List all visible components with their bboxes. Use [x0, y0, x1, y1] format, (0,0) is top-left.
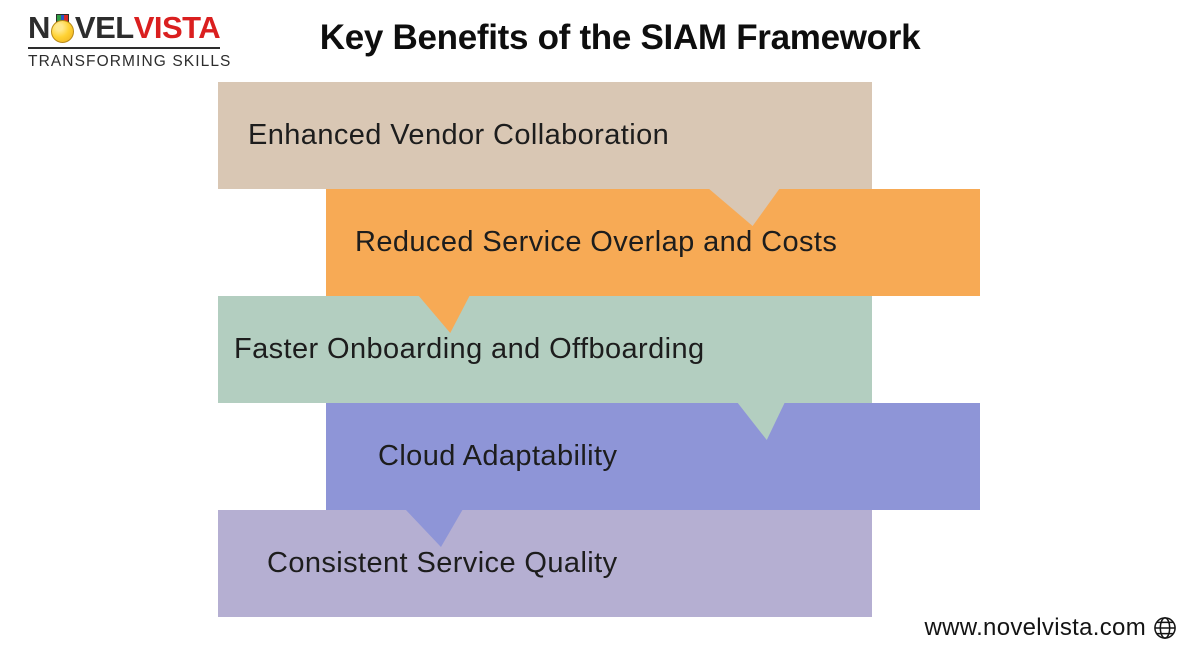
benefit-bar-2: Reduced Service Overlap and Costs [326, 189, 980, 333]
page-title: Key Benefits of the SIAM Framework [319, 18, 921, 57]
globe-icon [1154, 617, 1176, 639]
benefit-label-4: Cloud Adaptability [378, 440, 618, 472]
medal-ball-icon [50, 19, 74, 43]
benefit-label-2: Reduced Service Overlap and Costs [355, 226, 838, 258]
benefit-bar-5: Consistent Service Quality [218, 510, 872, 617]
benefit-bar-4: Cloud Adaptability [326, 403, 980, 547]
website-url: www.novelvista.com [924, 614, 1146, 641]
logo-divider [28, 47, 220, 49]
brand-name-middle: VEL [74, 10, 134, 45]
benefit-bar-1: Enhanced Vendor Collaboration [218, 82, 872, 226]
benefit-label-3: Faster Onboarding and Offboarding [234, 333, 705, 365]
brand-name-right: VISTA [133, 10, 221, 45]
benefit-bar-3: Faster Onboarding and Offboarding [218, 296, 872, 440]
brand-tagline: TRANSFORMING SKILLS [28, 53, 232, 70]
footer: www.novelvista.com [925, 614, 1178, 642]
brand-name: N VEL VISTA [28, 12, 228, 43]
benefit-label-1: Enhanced Vendor Collaboration [248, 119, 670, 151]
medal-icon [50, 13, 74, 43]
brand-logo: N VEL VISTA TRANSFORMING SKILLS [28, 12, 232, 71]
brand-name-left: N [28, 10, 50, 45]
benefit-label-5: Consistent Service Quality [267, 547, 618, 579]
